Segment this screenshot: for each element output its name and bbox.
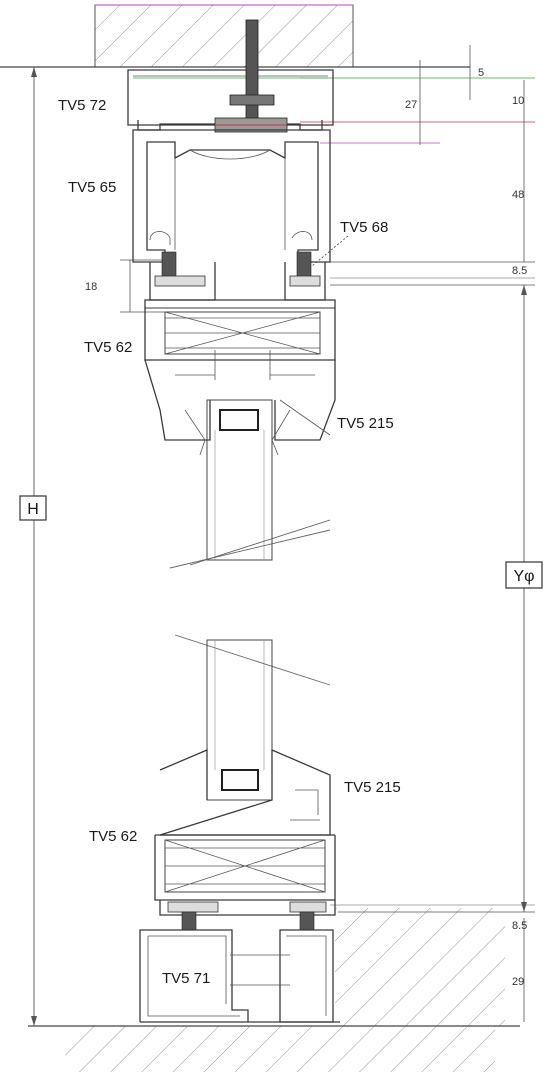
- y-phi-dimension: [330, 284, 535, 913]
- sill-profile: [139, 929, 340, 1023]
- dim-10: 10: [512, 95, 524, 107]
- dim-29: 29: [512, 976, 524, 988]
- fixing-screw: [214, 19, 288, 133]
- break-line-top: [169, 529, 331, 569]
- label-tv5-62-bottom: TV5 62: [89, 828, 137, 845]
- dim-18-line: [120, 259, 165, 313]
- label-tv5-215-bottom: TV5 215: [344, 779, 401, 796]
- h-label: H: [27, 501, 39, 518]
- height-dimension: [31, 67, 37, 1026]
- upper-sash-profile: [144, 299, 336, 441]
- h-label-box: H: [19, 495, 47, 521]
- label-tv5-72: TV5 72: [58, 97, 106, 114]
- top-dimension-chain: [300, 45, 535, 279]
- dim-8-5-bottom: 8.5: [512, 920, 527, 932]
- dim-5: 5: [478, 67, 484, 79]
- dim-27: 27: [405, 99, 417, 111]
- dim-18: 18: [85, 281, 97, 293]
- glass-pane-top: [184, 399, 331, 566]
- label-tv5-71: TV5 71: [162, 970, 210, 987]
- y-phi-label-box: Yφ: [505, 561, 543, 589]
- upper-rollers: [149, 251, 326, 301]
- lower-sash-profile: [154, 749, 336, 901]
- label-tv5-62-top: TV5 62: [84, 339, 132, 356]
- glass-pane-bottom: [206, 639, 273, 801]
- label-tv5-68: TV5 68: [340, 219, 388, 236]
- lower-rollers: [159, 900, 336, 931]
- y-phi-label: Yφ: [513, 568, 534, 585]
- floor-slab: [65, 908, 505, 1072]
- label-tv5-215-top: TV5 215: [337, 415, 394, 432]
- upper-frame-profile: [132, 129, 331, 263]
- bottom-dimension-chain: [330, 904, 535, 1022]
- dim-8-5-top: 8.5: [512, 265, 527, 277]
- label-tv5-65: TV5 65: [68, 179, 116, 196]
- dim-48: 48: [512, 189, 524, 201]
- ceiling-slab: [94, 4, 354, 68]
- break-line-bottom: [174, 634, 331, 686]
